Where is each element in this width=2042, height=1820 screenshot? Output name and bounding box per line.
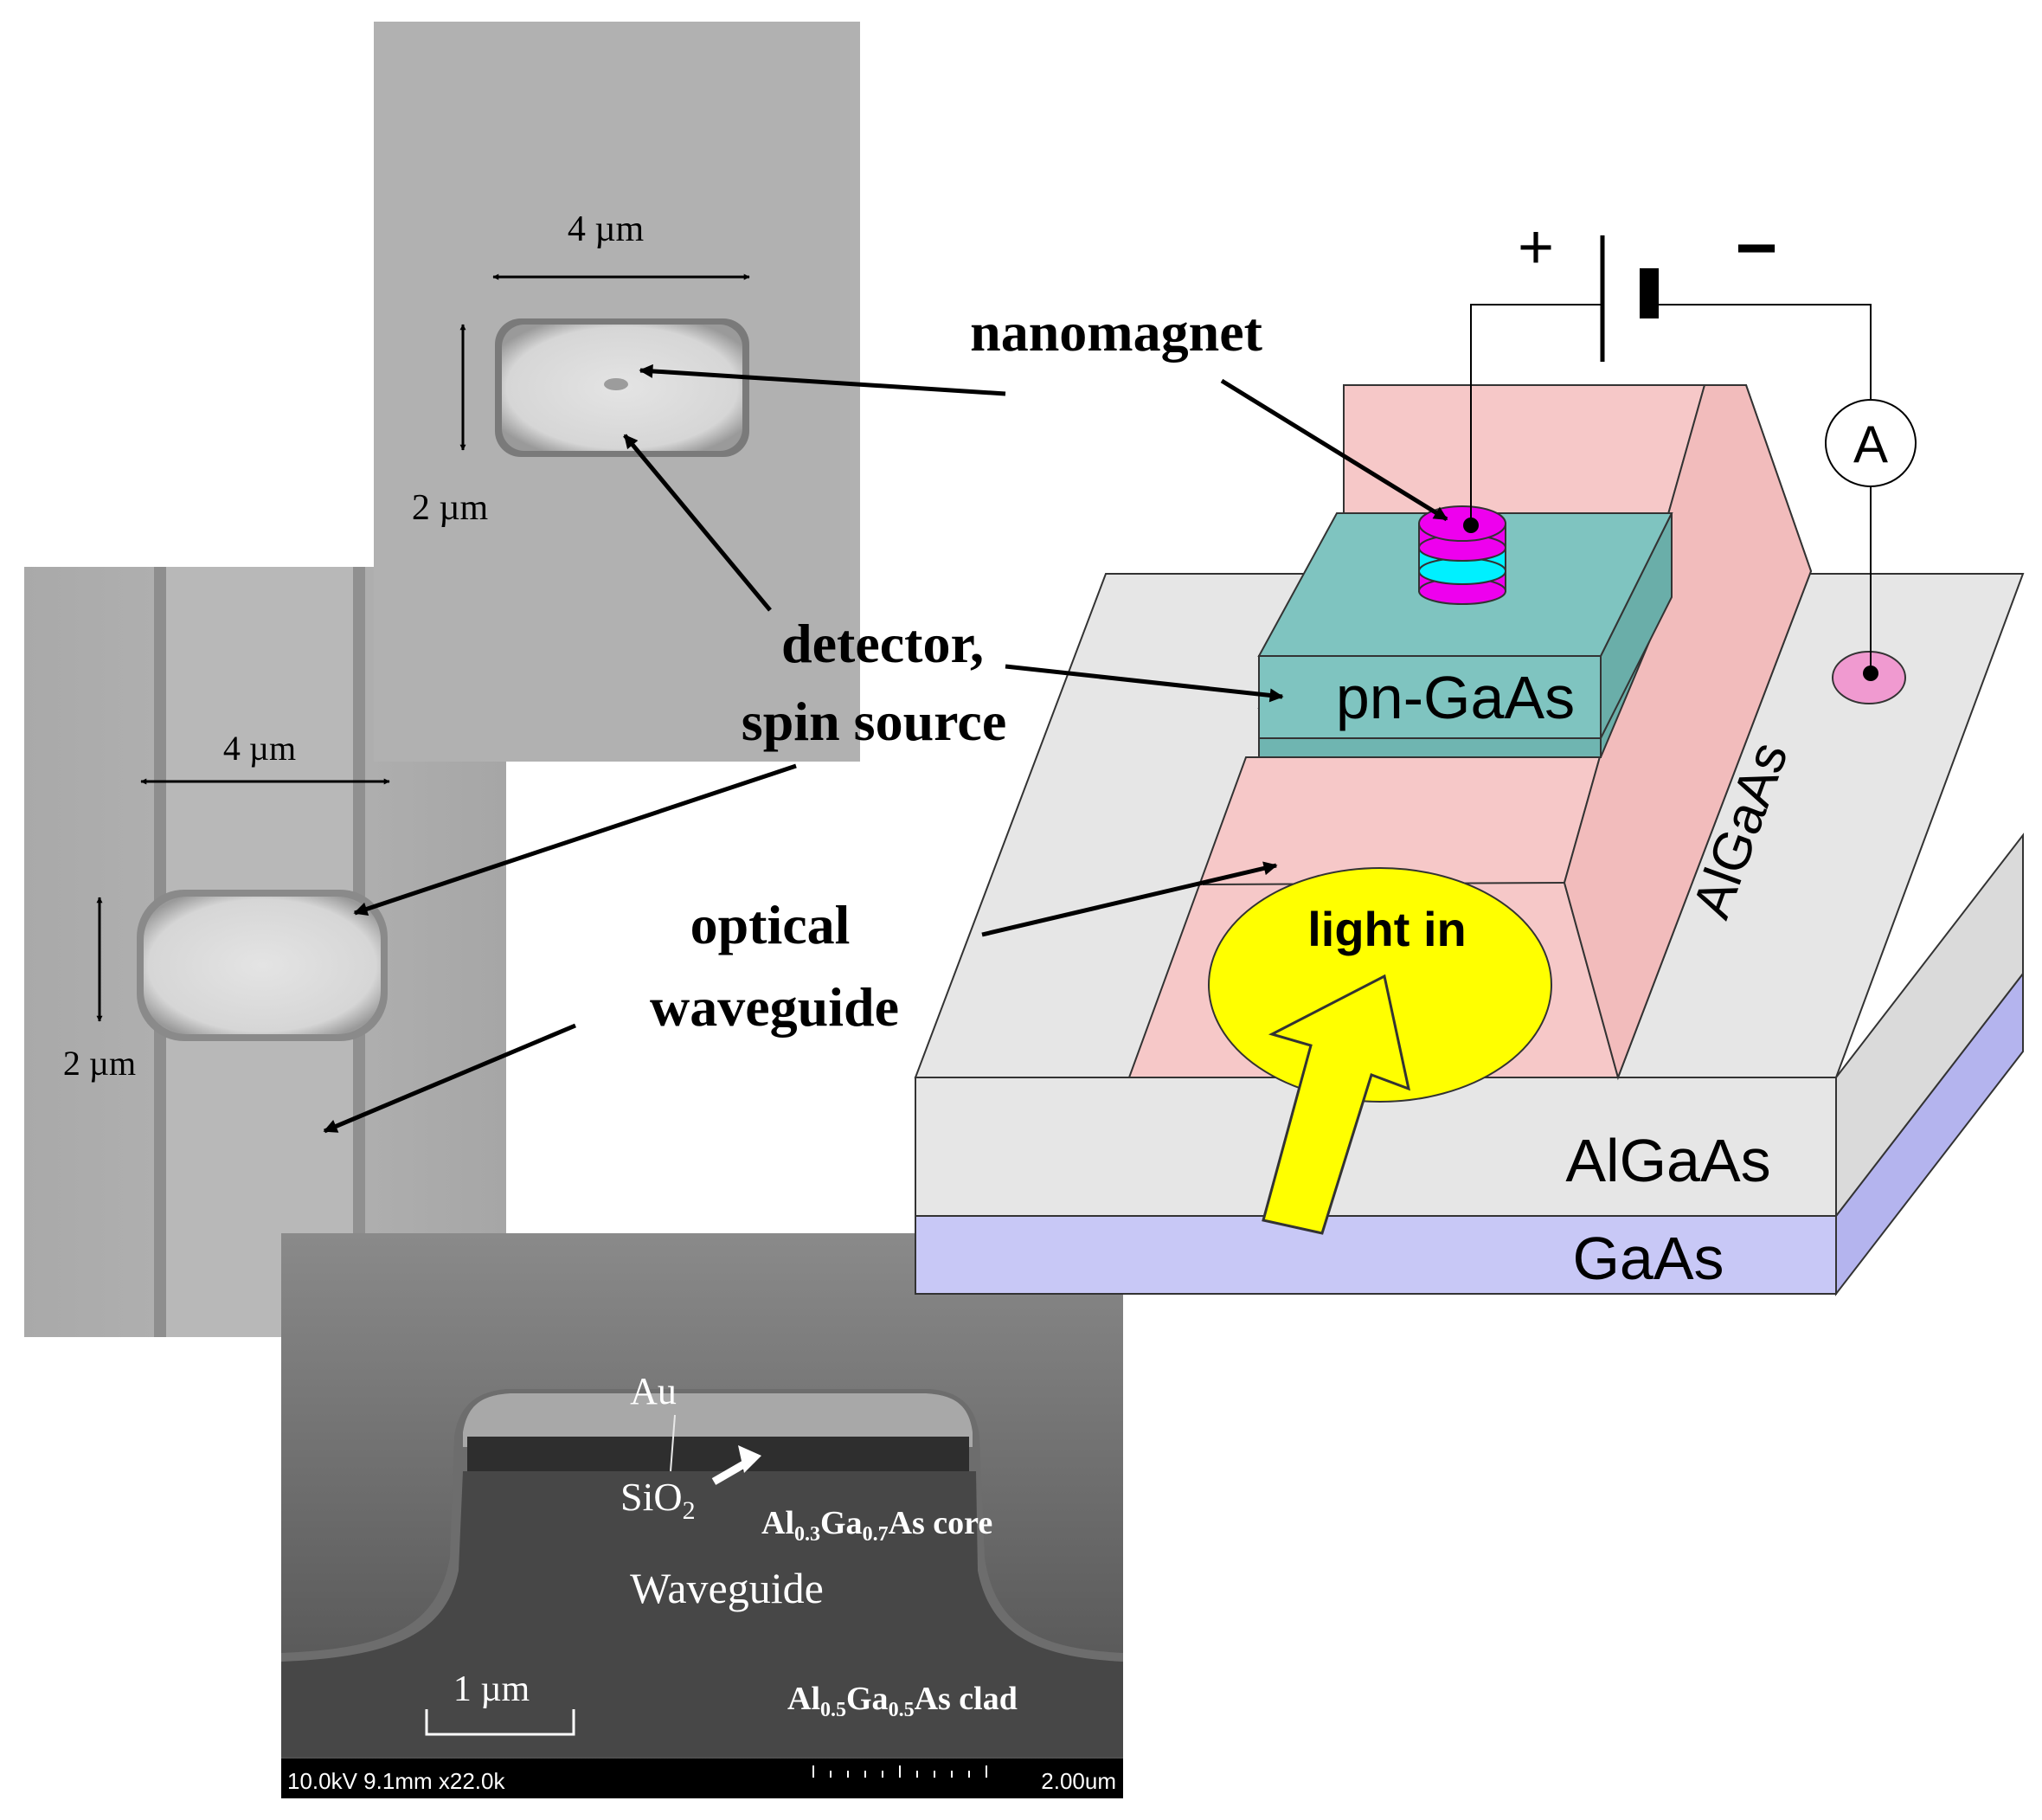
gaas-substrate-label: GaAs — [1572, 1225, 1724, 1292]
sem-info-ticks — [812, 1765, 987, 1778]
sem-info-bar — [281, 1759, 1123, 1798]
callout-detector: detector, spin source — [353, 434, 1284, 916]
light-arrow — [1262, 974, 1411, 1235]
bias-circuit: A + − — [1470, 207, 1917, 673]
dimension-height-left: 2 µm — [63, 897, 136, 1083]
algaas-cladding-side — [1835, 833, 2024, 1219]
pn-gaas-front — [1258, 655, 1602, 739]
ridge-side-face — [1563, 384, 1813, 1081]
battery-plate-short — [1640, 268, 1659, 318]
scale-label: 1 µm — [453, 1669, 530, 1709]
sem-image-nanomagnet-top-view: 4 µm 2 µm — [374, 22, 860, 762]
callout-optical-waveguide: optical waveguide — [323, 861, 1278, 1134]
sio2-label: SiO2 — [620, 1475, 696, 1525]
sem-info-right: 2.00um — [1041, 1768, 1116, 1794]
detector-label-line1: detector, — [781, 613, 984, 674]
device-schematic: AlGaAs pn-GaAs — [914, 207, 2025, 1296]
height-label-left: 2 µm — [63, 1044, 136, 1083]
pn-gaas-label: pn-GaAs — [1336, 664, 1575, 731]
dimension-width-left: 4 µm — [140, 729, 390, 785]
detector-label-line2: spin source — [742, 691, 1006, 752]
cladding-algaas-label: AlGaAs — [1565, 1127, 1770, 1194]
nanomagnet-label: nanomagnet — [970, 301, 1263, 363]
width-label-top: 4 µm — [568, 209, 645, 249]
optical-label-line2: waveguide — [650, 976, 899, 1038]
light-in-label: light in — [1307, 902, 1467, 956]
dimension-height-top: 2 µm — [412, 324, 489, 528]
core-label: Al0.3Ga0.7As core — [761, 1505, 992, 1546]
au-label: Au — [630, 1370, 677, 1412]
plus-sign: + — [1518, 213, 1554, 282]
sem-image-waveguide-cross-section: Au SiO2 Al0.3Ga0.7As core Waveguide Al0.… — [281, 1233, 1123, 1798]
nanomagnet-stack — [1418, 505, 1506, 605]
waveguide-label: Waveguide — [630, 1564, 824, 1612]
scale-bar: 1 µm — [425, 1669, 575, 1736]
width-label-left: 4 µm — [223, 729, 296, 768]
ammeter-label: A — [1853, 415, 1888, 473]
dimension-width-top: 4 µm — [492, 209, 750, 280]
ammeter — [1825, 399, 1917, 487]
height-label-top: 2 µm — [412, 488, 489, 528]
minus-sign: − — [1735, 207, 1777, 288]
callout-nanomagnet: nanomagnet — [639, 301, 1448, 522]
clad-label: Al0.5Ga0.5As clad — [787, 1681, 1018, 1721]
optical-label-line1: optical — [690, 894, 851, 955]
sem-info-left: 10.0kV 9.1mm x22.0k — [287, 1768, 505, 1794]
